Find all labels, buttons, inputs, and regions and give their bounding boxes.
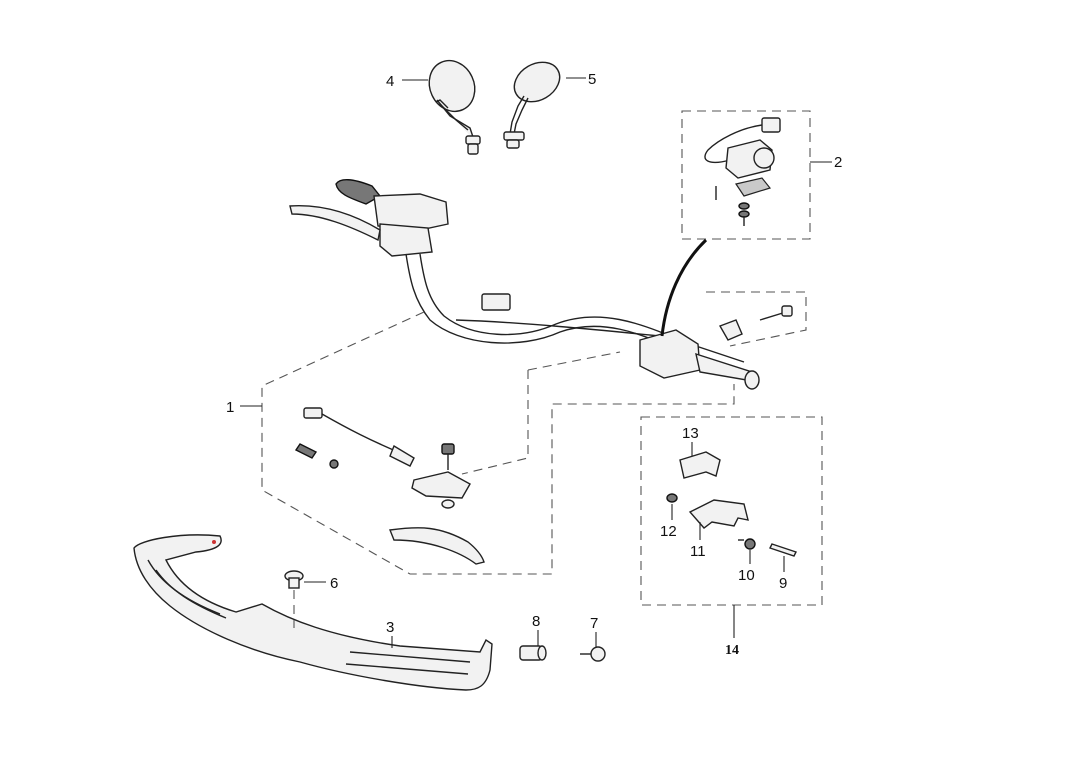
callout-4: 4 xyxy=(386,73,394,90)
leader-lines xyxy=(240,77,832,648)
callout-14: 14 xyxy=(725,643,739,658)
callout-13: 13 xyxy=(682,425,699,442)
callout-1: 1 xyxy=(226,399,234,416)
group-1-dashed-outline xyxy=(261,311,735,575)
callout-11: 11 xyxy=(690,543,706,560)
screw-6[interactable] xyxy=(284,570,304,628)
callout-9: 9 xyxy=(779,575,787,592)
left-mirror[interactable] xyxy=(421,53,483,155)
callout-3: 3 xyxy=(386,619,394,636)
handlebar-assembly[interactable] xyxy=(289,179,760,390)
group-2-dashed-box xyxy=(681,110,811,240)
bolt-7[interactable] xyxy=(580,646,606,662)
callout-6: 6 xyxy=(330,575,338,592)
brake-cable-and-lever[interactable] xyxy=(294,407,485,565)
right-mirror[interactable] xyxy=(503,54,567,149)
callout-10: 10 xyxy=(738,567,755,584)
bolt-dashed-box xyxy=(706,291,807,347)
callout-2: 2 xyxy=(834,154,842,171)
spring-10[interactable] xyxy=(738,538,756,550)
hand-guard[interactable] xyxy=(133,534,493,691)
callout-5: 5 xyxy=(588,71,596,88)
right-switch-housing[interactable] xyxy=(704,117,781,226)
spacer-8[interactable] xyxy=(519,645,547,661)
callout-12: 12 xyxy=(660,523,677,540)
callout-7: 7 xyxy=(590,615,598,632)
bar-end-bolt[interactable] xyxy=(718,305,793,341)
pin-9[interactable] xyxy=(769,543,797,557)
callout-8: 8 xyxy=(532,613,540,630)
cover-13[interactable] xyxy=(679,451,721,479)
washer-12[interactable] xyxy=(666,493,678,503)
bracket-11[interactable] xyxy=(688,499,749,529)
group-14-dashed-box xyxy=(640,416,823,606)
